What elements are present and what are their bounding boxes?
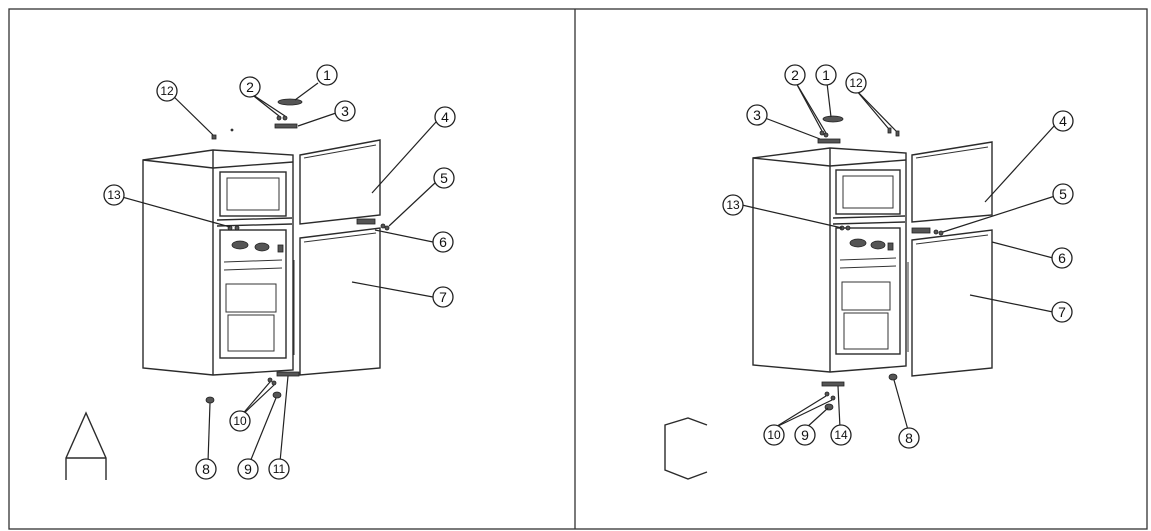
- svg-text:2: 2: [791, 67, 799, 83]
- svg-text:6: 6: [439, 234, 447, 250]
- leader-lines-a: [121, 82, 437, 463]
- svg-text:5: 5: [1059, 186, 1067, 202]
- callout-c-10: 10: [763, 424, 785, 446]
- svg-text:12: 12: [849, 76, 863, 90]
- fridge-door-a: [293, 227, 381, 376]
- callout-c-8: 8: [898, 427, 920, 449]
- callout-a-5: 5: [433, 167, 455, 189]
- callout-c-6: 6: [1051, 247, 1073, 269]
- svg-text:4: 4: [441, 109, 449, 125]
- svg-text:7: 7: [1058, 304, 1066, 320]
- callout-c-4: 4: [1052, 110, 1074, 132]
- svg-text:10: 10: [767, 428, 781, 442]
- callout-a-13: 13: [103, 184, 125, 206]
- panel-letter-a-symbol: [65, 411, 107, 480]
- top-hinge-parts-c: [817, 115, 900, 144]
- callout-a-8: 8: [195, 458, 217, 480]
- callout-c-2: 2: [784, 64, 806, 86]
- callout-c-12: 12: [845, 72, 867, 94]
- svg-text:9: 9: [244, 461, 252, 477]
- top-hinge-parts-a: [211, 98, 303, 140]
- middle-hinge-parts-c: [839, 225, 944, 236]
- svg-text:13: 13: [107, 188, 121, 202]
- fridge-cabinet-a: [142, 149, 294, 376]
- callout-a-12: 12: [156, 80, 178, 102]
- callout-a-4: 4: [434, 106, 456, 128]
- svg-text:12: 12: [160, 84, 174, 98]
- callout-a-11: 11: [268, 458, 290, 480]
- callout-a-2: 2: [239, 76, 261, 98]
- fridge-cabinet-c: [752, 147, 907, 373]
- callout-a-6: 6: [432, 231, 454, 253]
- leader-lines-c: [741, 80, 1056, 431]
- svg-text:4: 4: [1059, 113, 1067, 129]
- svg-text:1: 1: [822, 67, 830, 83]
- callout-c-13: 13: [722, 194, 744, 216]
- svg-text:7: 7: [439, 289, 447, 305]
- callout-a-7: 7: [432, 286, 454, 308]
- svg-text:8: 8: [202, 461, 210, 477]
- svg-text:10: 10: [233, 414, 247, 428]
- panel-a: 1 2 3 4 5 6 7 8 9 10 11 12 13: [65, 64, 456, 480]
- outer-frame: [8, 8, 1148, 530]
- callout-c-5: 5: [1052, 183, 1074, 205]
- svg-text:3: 3: [753, 107, 761, 123]
- callout-c-14: 14: [830, 424, 852, 446]
- callout-a-10: 10: [229, 410, 251, 432]
- callout-a-3: 3: [334, 100, 356, 122]
- bottom-hinge-parts-a: [205, 371, 300, 404]
- svg-text:2: 2: [246, 79, 254, 95]
- middle-hinge-parts-a: [227, 218, 390, 231]
- svg-text:6: 6: [1058, 250, 1066, 266]
- svg-text:13: 13: [726, 198, 740, 212]
- svg-text:1: 1: [323, 67, 331, 83]
- bottom-hinge-parts-c: [821, 373, 898, 411]
- svg-text:5: 5: [440, 170, 448, 186]
- freezer-door-a: [299, 139, 381, 225]
- callout-a-1: 1: [316, 64, 338, 86]
- callout-a-9: 9: [237, 458, 259, 480]
- freezer-door-c: [911, 141, 993, 223]
- callout-c-1: 1: [815, 64, 837, 86]
- svg-text:9: 9: [801, 427, 809, 443]
- panel-c: 1 2 3 4 5 6 7 8 9 10 12 13 14: [664, 64, 1074, 480]
- fridge-door-c: [907, 229, 993, 377]
- callout-c-7: 7: [1051, 301, 1073, 323]
- svg-text:14: 14: [834, 428, 848, 442]
- callout-c-9: 9: [794, 424, 816, 446]
- svg-text:8: 8: [905, 430, 913, 446]
- callout-c-3: 3: [746, 104, 768, 126]
- svg-text:11: 11: [273, 462, 286, 476]
- panel-letter-c-symbol: [664, 417, 708, 480]
- svg-text:3: 3: [341, 103, 349, 119]
